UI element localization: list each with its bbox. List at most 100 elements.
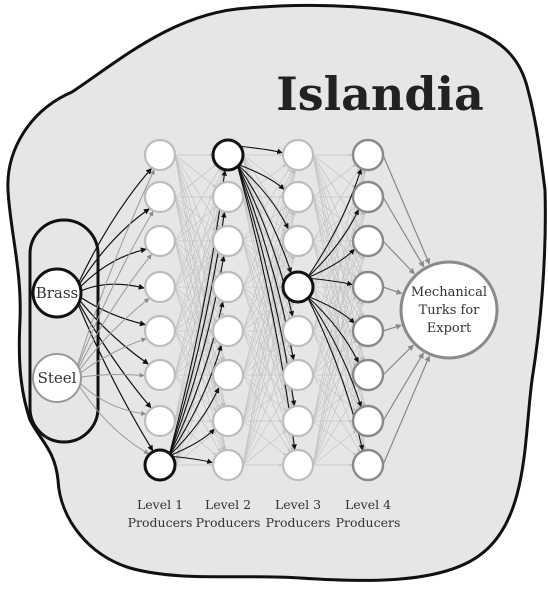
- producer-nodes: [143, 138, 385, 482]
- faint-edge: [174, 164, 216, 198]
- faint-edge: [242, 384, 286, 422]
- faint-edge: [174, 240, 217, 277]
- strong-edge: [306, 209, 359, 279]
- brass-node: [31, 267, 83, 319]
- faint-edge: [312, 240, 356, 278]
- faint-edge: [242, 430, 286, 466]
- level-1-node-6: [143, 358, 177, 392]
- export-edge: [382, 154, 431, 265]
- level-2-label-top: Level 2: [205, 497, 251, 512]
- strong-edge: [236, 145, 283, 155]
- level-3-node-6: [281, 358, 315, 392]
- resource-edges: [76, 168, 155, 455]
- level-3-node-8: [281, 448, 315, 482]
- faint-edge: [174, 154, 220, 228]
- faint-edge: [174, 240, 221, 318]
- steel-edge: [76, 337, 147, 377]
- mechanical-turks-node: [399, 260, 499, 360]
- faint-edge: [242, 255, 293, 376]
- export-edge: [382, 196, 425, 268]
- faint-edge: [174, 286, 216, 322]
- level-1-node-7: [143, 404, 177, 438]
- level-3-node-5: [281, 314, 315, 348]
- faint-edge: [242, 168, 290, 242]
- brass-edge: [76, 283, 145, 294]
- faint-edge: [242, 344, 290, 422]
- brass-edge: [76, 301, 154, 452]
- strong-edge: [168, 428, 215, 457]
- level-1-node-4: [143, 270, 177, 304]
- faint-edge: [242, 212, 296, 466]
- steel-edge: [76, 382, 150, 455]
- level-2-label-bottom: Producers: [196, 515, 261, 530]
- level-3-label-bottom: Producers: [266, 515, 331, 530]
- level-2-node-7: [211, 404, 245, 438]
- faint-edge: [312, 164, 356, 198]
- steel-node: [32, 353, 82, 403]
- level-1-label-bottom: Producers: [128, 515, 193, 530]
- faint-edge: [312, 384, 356, 422]
- level-4-node-6: [351, 358, 385, 392]
- level-1-node-1: [143, 138, 177, 172]
- level-4-node-4: [351, 270, 385, 304]
- faint-edge: [312, 286, 356, 322]
- faint-edge: [174, 206, 216, 242]
- faint-edge: [312, 212, 366, 466]
- strong-edge: [236, 163, 285, 190]
- faint-edge: [312, 430, 356, 466]
- faint-edge: [312, 211, 363, 332]
- faint-edge: [242, 286, 286, 322]
- level-4-label-bottom: Producers: [336, 515, 401, 530]
- strong-edge: [236, 163, 293, 274]
- faint-edge: [242, 388, 290, 466]
- brass-edge: [76, 168, 152, 287]
- strong-edge: [306, 248, 355, 279]
- strong-edge: [168, 344, 223, 457]
- steel-edge: [76, 372, 145, 379]
- level-3-label-top: Level 3: [275, 497, 321, 512]
- strong-edge: [306, 295, 359, 363]
- faint-edge: [312, 196, 356, 232]
- level-2-node-8: [211, 448, 245, 482]
- steel-edge: [76, 379, 147, 416]
- level-1-label-top: Level 1: [137, 497, 183, 512]
- faint-edge: [312, 154, 356, 188]
- faint-edge: [312, 388, 360, 466]
- faint-edge: [242, 300, 290, 376]
- faint-edge: [242, 296, 286, 332]
- level-2-node-5: [211, 314, 245, 348]
- faint-edge: [312, 196, 366, 450]
- faint-edge: [242, 254, 290, 332]
- faint-edge: [312, 330, 356, 366]
- faint-edge: [242, 154, 290, 228]
- faint-edge: [174, 254, 221, 332]
- turks-line-3: Export: [427, 321, 472, 336]
- faint-edge: [242, 170, 297, 466]
- faint-edge: [174, 385, 217, 422]
- faint-edge: [312, 300, 360, 376]
- faint-edge: [174, 168, 220, 242]
- turks-line-2: Turks for: [419, 303, 481, 318]
- faint-edge: [312, 374, 360, 452]
- level-1-node-2: [143, 180, 177, 214]
- island-title: Islandia: [276, 67, 484, 121]
- faint-edge: [312, 344, 360, 422]
- faint-edge: [174, 340, 216, 376]
- faint-edge: [312, 168, 360, 242]
- resource-container: [28, 218, 100, 444]
- level-3-node-1: [281, 138, 315, 172]
- faint-edge: [174, 196, 216, 232]
- faint-edge: [312, 170, 367, 466]
- faint-edge: [242, 240, 293, 361]
- strong-edge: [306, 277, 353, 287]
- faint-edge: [242, 345, 293, 466]
- brass-edge: [76, 208, 150, 289]
- level-3-node-2: [281, 180, 315, 214]
- faint-edge: [242, 374, 290, 452]
- faint-edge: [312, 374, 356, 412]
- faint-edge: [242, 196, 286, 232]
- faint-edge: [174, 251, 217, 288]
- export-edge: [382, 240, 415, 275]
- faint-edge: [312, 240, 363, 361]
